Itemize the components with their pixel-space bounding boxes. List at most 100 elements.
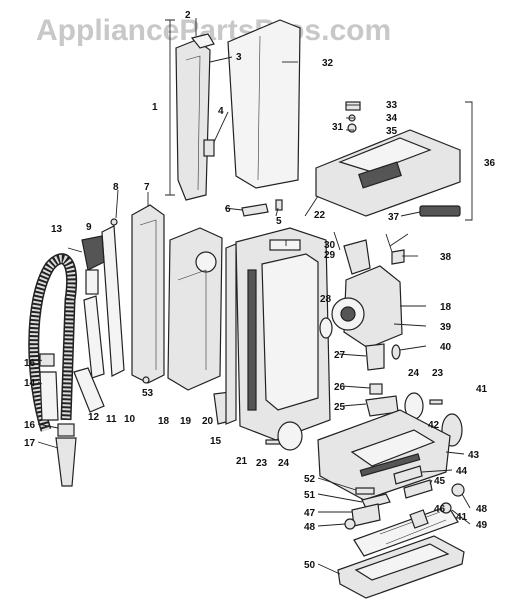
callout-18a: 18 bbox=[440, 302, 452, 313]
hose-end-16b-part bbox=[57, 423, 75, 437]
callout-9: 9 bbox=[86, 222, 92, 233]
callout-45: 45 bbox=[434, 476, 446, 487]
wand-part bbox=[101, 225, 125, 377]
top-cover-part bbox=[315, 101, 473, 221]
callout-39: 39 bbox=[440, 322, 452, 333]
screw-30-part bbox=[333, 231, 341, 251]
knob-part bbox=[345, 101, 361, 111]
hose-cuff-14-part bbox=[39, 371, 59, 421]
crevice-tool-part bbox=[73, 367, 105, 413]
callout-29: 29 bbox=[324, 250, 336, 261]
axle-23b-part bbox=[429, 399, 443, 405]
part-45 bbox=[403, 479, 433, 499]
screw-30b-part bbox=[385, 233, 393, 253]
latch-part bbox=[241, 203, 269, 217]
callout-33: 33 bbox=[386, 100, 398, 111]
callout-52: 52 bbox=[304, 474, 316, 485]
callout-24a: 24 bbox=[408, 368, 420, 379]
callout-36: 36 bbox=[484, 158, 496, 169]
callout-26: 26 bbox=[334, 382, 346, 393]
part-38 bbox=[391, 249, 405, 265]
axle-23-part bbox=[265, 439, 281, 445]
callout-3: 3 bbox=[236, 52, 242, 63]
part-51 bbox=[361, 493, 391, 509]
bearing-47-part bbox=[351, 503, 381, 527]
callout-11: 11 bbox=[106, 414, 117, 425]
main-body-part bbox=[235, 227, 331, 441]
callout-12: 12 bbox=[88, 412, 100, 423]
watermark-text: AppliancePartsPros.com bbox=[36, 14, 391, 47]
callout-31: 31 bbox=[332, 122, 344, 133]
callout-23a: 23 bbox=[432, 368, 444, 379]
bottom-plate-part bbox=[337, 535, 465, 599]
handle-clip-part bbox=[203, 139, 215, 157]
wand-holder-part bbox=[131, 204, 165, 384]
gasket-28-part bbox=[319, 317, 333, 339]
callout-1: 1 bbox=[152, 102, 158, 113]
callout-34: 34 bbox=[386, 113, 398, 124]
callout-43: 43 bbox=[468, 450, 480, 461]
strip-18-part bbox=[225, 243, 237, 425]
part-26 bbox=[369, 383, 383, 395]
callout-6: 6 bbox=[225, 204, 231, 215]
leader-lines-lower bbox=[37, 359, 471, 575]
callout-47: 47 bbox=[304, 508, 316, 519]
callout-14: 14 bbox=[24, 378, 36, 389]
hose-part bbox=[28, 253, 78, 432]
callout-16b: 16 bbox=[24, 420, 36, 431]
hose-end-16-part bbox=[39, 353, 55, 367]
callout-21: 21 bbox=[236, 456, 248, 467]
callout-27: 27 bbox=[334, 350, 346, 361]
callout-2: 2 bbox=[185, 10, 191, 21]
motor-part bbox=[331, 265, 403, 349]
callout-44: 44 bbox=[456, 466, 468, 477]
callout-7: 7 bbox=[144, 182, 150, 193]
hose-handle-17-part bbox=[55, 437, 77, 487]
callout-8: 8 bbox=[113, 182, 119, 193]
rear-panel-part bbox=[227, 19, 301, 189]
callout-28: 28 bbox=[320, 294, 332, 305]
callout-22: 22 bbox=[314, 210, 326, 221]
wheel-24-part bbox=[277, 421, 303, 451]
callout-48a: 48 bbox=[476, 504, 488, 515]
end-cap-48b-part bbox=[451, 483, 465, 497]
screw-part bbox=[275, 199, 283, 211]
screw-8-part bbox=[110, 218, 118, 226]
callout-37: 37 bbox=[388, 212, 400, 223]
part-49 bbox=[440, 502, 452, 514]
callout-51: 51 bbox=[304, 490, 316, 501]
callout-13: 13 bbox=[51, 224, 63, 235]
callout-10: 10 bbox=[124, 414, 136, 425]
callout-23b: 23 bbox=[256, 458, 268, 469]
motor-cover-part bbox=[343, 239, 371, 275]
switch-27-part bbox=[365, 343, 385, 371]
callout-20: 20 bbox=[202, 416, 214, 427]
callout-19: 19 bbox=[180, 416, 192, 427]
callout-50: 50 bbox=[304, 560, 316, 571]
callout-30a: 30 bbox=[324, 240, 336, 251]
callout-49: 49 bbox=[476, 520, 488, 531]
upper-handle-part bbox=[165, 19, 215, 201]
screw-53-part bbox=[142, 376, 150, 384]
belt-44-part bbox=[393, 465, 423, 485]
callout-42: 42 bbox=[428, 420, 440, 431]
callout-25: 25 bbox=[334, 402, 346, 413]
callout-40: 40 bbox=[440, 342, 452, 353]
filter-part bbox=[419, 205, 461, 217]
callout-41a: 41 bbox=[476, 384, 488, 395]
brush-neck-part bbox=[85, 269, 99, 295]
callout-17: 17 bbox=[24, 438, 36, 449]
callout-48b: 48 bbox=[304, 522, 316, 533]
callout-46: 46 bbox=[434, 504, 446, 515]
callout-5: 5 bbox=[276, 216, 282, 227]
callout-16a: 16 bbox=[24, 358, 36, 369]
washer-part bbox=[347, 123, 357, 133]
callout-32: 32 bbox=[322, 58, 334, 69]
end-cap-48-part bbox=[344, 518, 356, 530]
brush-roll-part bbox=[353, 505, 459, 557]
extension-wand-part bbox=[83, 295, 105, 379]
callout-38: 38 bbox=[440, 252, 452, 263]
back-housing-part bbox=[167, 227, 223, 391]
dusting-brush-part bbox=[81, 235, 105, 271]
